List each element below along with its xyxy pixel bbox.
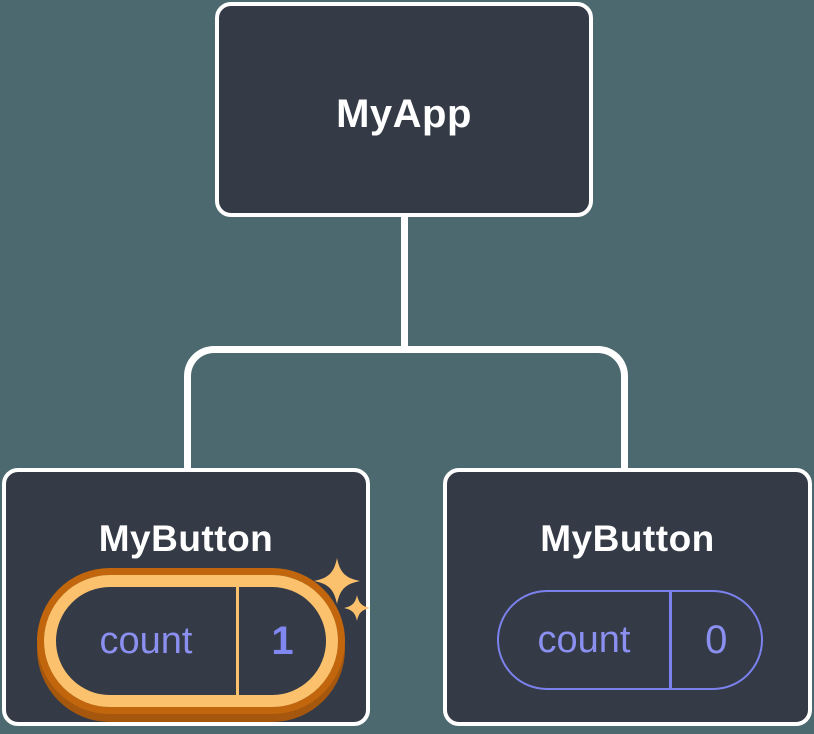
state-pill-highlighted: count 1 [44,575,338,707]
child-node-mybutton-right: MyButton count 0 [443,468,812,726]
sparkles-icon [314,558,370,621]
pill-divider [669,592,672,688]
state-name-label: count [99,619,193,662]
state-value-label: 0 [705,617,728,662]
root-node-label: MyApp [336,92,472,136]
state-value-label: 1 [271,618,294,663]
child-node-mybutton-left: MyButton count 1 [2,468,370,726]
state-pill-plain: count 0 [497,590,763,690]
child-node-label: MyButton [98,518,274,559]
state-name-label: count [537,618,631,661]
pill-divider [236,587,239,695]
connector-root-stem [401,216,408,353]
connector-branch-elbow [184,346,628,468]
root-node-myapp: MyApp [215,2,593,217]
child-node-label: MyButton [540,518,715,559]
